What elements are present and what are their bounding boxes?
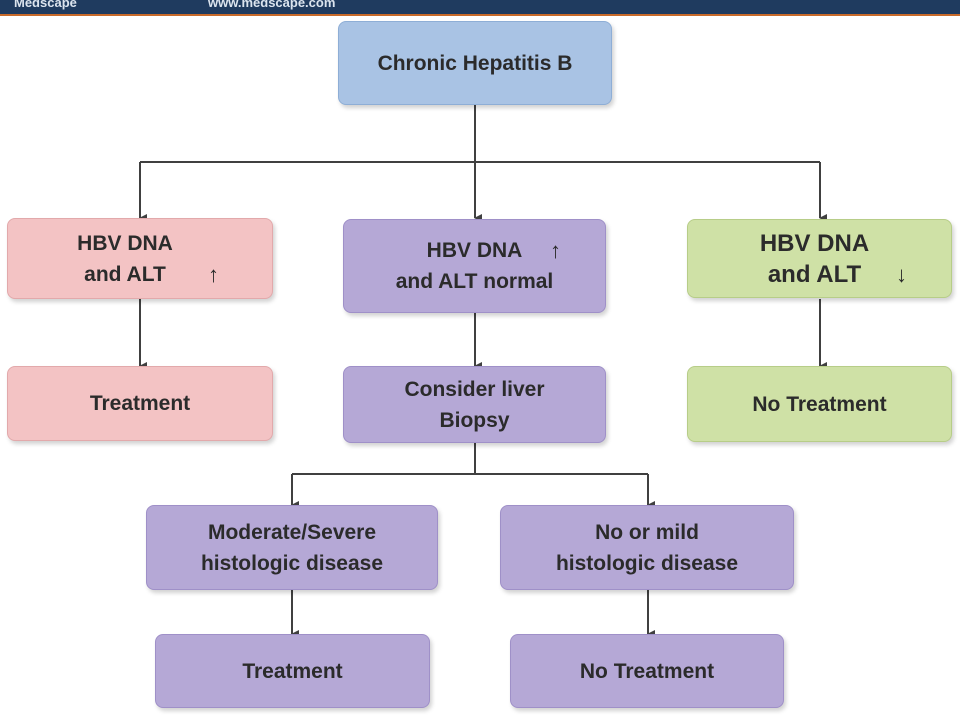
node-dna-alt-low-label: HBV DNA and ALT	[759, 229, 870, 288]
node-dna-elevated-alt-normal-label: HBV DNA and ALT normal	[395, 239, 554, 293]
node-no-treatment-right: No Treatment	[687, 366, 952, 442]
node-moderate-severe-disease: Moderate/Severe histologic disease	[146, 505, 438, 590]
node-no-treatment-mild-label: No Treatment	[579, 659, 715, 683]
node-consider-liver-biopsy-label: Consider liver Biopsy	[404, 377, 545, 432]
arrow-up-icon: ↑	[550, 238, 561, 263]
node-moderate-severe-disease-label: Moderate/Severe histologic disease	[200, 520, 384, 575]
node-dna-alt-elevated: HBV DNA and ALT ↑	[7, 218, 273, 299]
node-treatment-left-label: Treatment	[89, 392, 191, 415]
node-no-mild-disease-label: No or mild histologic disease	[555, 520, 739, 575]
node-consider-liver-biopsy: Consider liver Biopsy	[343, 366, 606, 443]
node-chronic-hepatitis-b: Chronic Hepatitis B	[338, 21, 612, 105]
node-chronic-hepatitis-b-label: Chronic Hepatitis B	[377, 51, 573, 75]
header-brand: Medscape	[14, 0, 77, 10]
node-dna-alt-elevated-label: HBV DNA and ALT	[77, 231, 173, 286]
node-dna-alt-low: HBV DNA and ALT ↓	[687, 219, 952, 298]
node-no-treatment-right-label: No Treatment	[752, 392, 887, 416]
header-bar: Medscape www.medscape.com	[0, 0, 960, 16]
node-treatment-severe: Treatment	[155, 634, 430, 708]
node-treatment-severe-label: Treatment	[242, 659, 343, 683]
node-treatment-left: Treatment	[7, 366, 273, 441]
arrow-up-icon: ↑	[208, 262, 219, 287]
node-no-treatment-mild: No Treatment	[510, 634, 784, 708]
header-url: www.medscape.com	[208, 0, 336, 10]
arrow-down-icon: ↓	[896, 262, 907, 287]
node-no-mild-disease: No or mild histologic disease	[500, 505, 794, 590]
node-dna-elevated-alt-normal: HBV DNA and ALT normal ↑	[343, 219, 606, 313]
